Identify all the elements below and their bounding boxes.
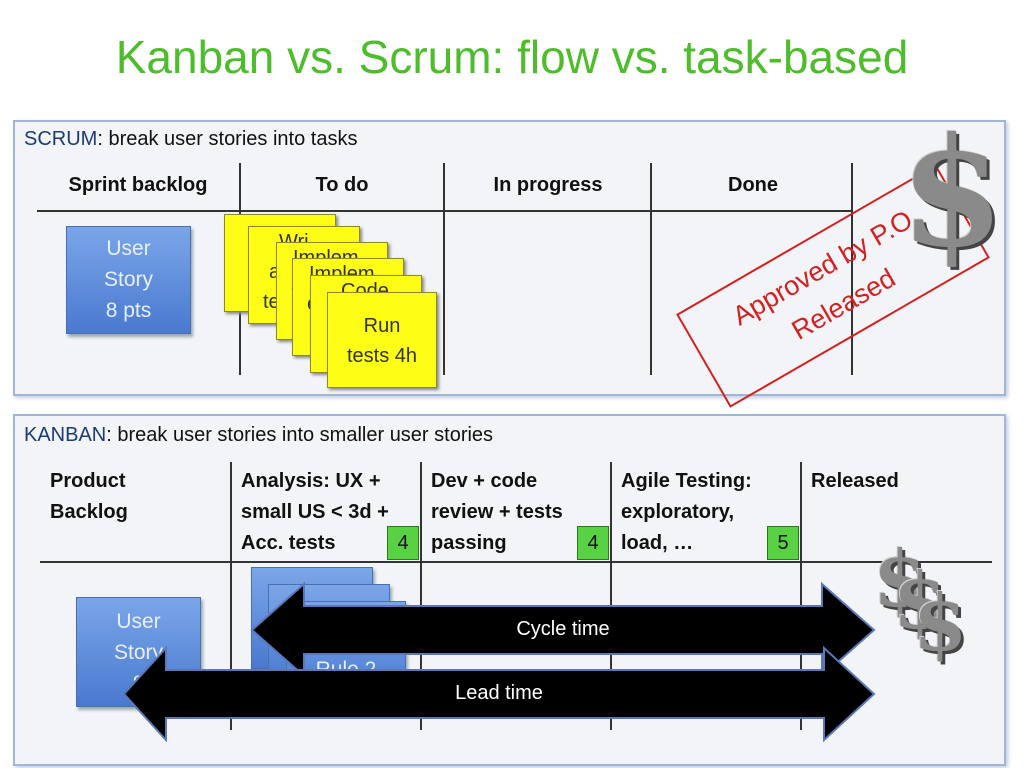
scrum-col-divider [443,163,445,375]
scrum-caption: SCRUM: break user stories into tasks [24,128,357,151]
kanban-col-divider [230,462,232,730]
dollar-icon: $ [873,534,928,625]
kanban-caption-text: : break user stories into smaller user s… [106,424,494,446]
kanban-col-divider [800,462,802,730]
wip-limit-badge: 4 [577,526,609,560]
task-text: Run [363,315,401,337]
col-line: Agile Testing: [621,470,752,492]
dollar-icon: $ [900,105,1005,281]
slide-title: Kanban vs. Scrum: flow vs. task-based [115,31,909,83]
scrum-col-in-progress: In progress [493,174,603,196]
dollar-icon: $ [893,556,948,647]
lead-time-label: Lead time [455,682,543,704]
col-line: Backlog [50,501,128,523]
story-line: User [116,610,161,633]
story-line: 8 pts [105,299,152,322]
wip-limit-badge: 5 [767,526,799,560]
dollar-icon: $ [913,578,968,669]
story-line: Story [113,641,163,664]
kanban-col-agile-testing: Agile Testing: exploratory, load, … [621,466,799,559]
scrum-user-story-card[interactable]: User Story 8 pts [66,226,191,334]
col-line: Acc. tests [241,532,336,554]
col-line: Released [811,470,899,492]
col-line: Dev + code [431,470,538,492]
scrum-col-sprint-backlog: Sprint backlog [68,174,208,196]
lead-time-arrow [122,646,876,742]
col-line: Product [50,470,126,492]
scrum-col-divider [650,163,652,375]
task-text: tests 4h [346,345,418,367]
cycle-time-arrow [250,582,876,678]
scrum-col-to-do: To do [315,174,369,196]
wip-limit-badge: 4 [387,526,419,560]
col-line: load, … [621,532,694,554]
kanban-col-released: Released [811,466,981,497]
kanban-caption: KANBAN: break user stories into smaller … [24,424,493,447]
col-line: small US < 3d + [241,501,389,523]
scrum-keyword: SCRUM [24,128,98,150]
cycle-time-label: Cycle time [516,618,610,640]
task-text: te [263,291,280,313]
kanban-keyword: KANBAN [24,424,107,446]
kanban-col-product-backlog: Product Backlog [50,466,225,528]
col-line: Analysis: UX + [241,470,381,492]
story-line: Story [103,268,153,291]
kanban-col-divider [420,462,422,730]
kanban-col-divider [610,462,612,730]
col-line: passing [431,532,507,554]
kanban-col-dev: Dev + code review + tests passing [431,466,609,559]
col-line: review + tests [431,501,563,523]
task-sticky-note[interactable]: Run tests 4h [327,292,437,388]
scrum-col-divider [851,163,853,375]
col-line: exploratory, [621,501,734,523]
scrum-col-done: Done [728,174,778,196]
kanban-header-divider [40,561,992,563]
kanban-col-analysis: Analysis: UX + small US < 3d + Acc. test… [241,466,419,559]
story-line: User [106,237,151,260]
scrum-caption-text: : break user stories into tasks [97,128,358,150]
task-text: a [269,261,281,283]
